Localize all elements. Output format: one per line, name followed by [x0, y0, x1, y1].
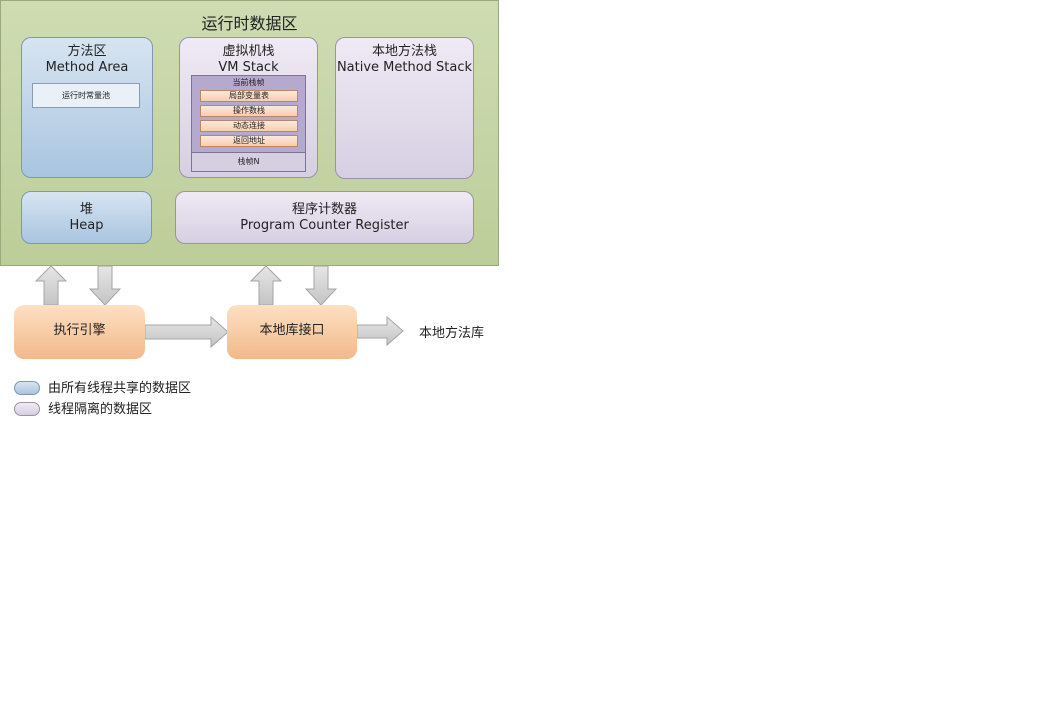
arrow-engine-to-interface [144, 315, 229, 349]
native-stack-title-cn: 本地方法栈 [371, 44, 437, 59]
stack-frame-n: 栈帧N [191, 152, 306, 172]
pc-register-title-en: Program Counter Register [240, 218, 409, 233]
legend-swatch-isolated [14, 402, 40, 416]
arrow-interface-to-library [356, 315, 404, 347]
method-area-title-en: Method Area [45, 60, 129, 75]
vm-stack-title-cn: 虚拟机栈 [222, 44, 275, 59]
frame-item-operand-stack: 操作数栈 [200, 105, 298, 117]
native-library-interface: 本地库接口 [227, 305, 357, 359]
arrow-up-interface [249, 265, 283, 306]
heap: 堆 Heap [21, 191, 152, 244]
pc-register-title-cn: 程序计数器 [291, 202, 357, 217]
execution-engine: 执行引擎 [14, 305, 145, 359]
frame-item-return-address: 返回地址 [200, 135, 298, 147]
method-area-title-cn: 方法区 [67, 44, 107, 59]
arrow-down-interface [304, 265, 338, 306]
program-counter-register: 程序计数器 Program Counter Register [175, 191, 474, 244]
vm-stack-title-en: VM Stack [218, 60, 279, 75]
legend-swatch-shared [14, 381, 40, 395]
frame-item-local-variables: 局部变量表 [200, 90, 298, 102]
legend-label-shared: 由所有线程共享的数据区 [48, 381, 192, 396]
heap-title-en: Heap [69, 218, 104, 233]
runtime-constant-pool: 运行时常量池 [32, 83, 140, 108]
heap-title-cn: 堆 [79, 202, 93, 217]
frame-item-dynamic-linking: 动态连接 [200, 120, 298, 132]
runtime-data-area-title: 运行时数据区 [201, 14, 298, 33]
native-method-library: 本地方法库 [419, 326, 485, 341]
current-stack-frame-title: 当前栈帧 [232, 78, 265, 87]
native-method-stack: 本地方法栈 Native Method Stack [335, 37, 474, 179]
arrow-down-engine [88, 265, 122, 306]
arrow-up-engine [34, 265, 68, 306]
legend-label-isolated: 线程隔离的数据区 [48, 402, 153, 417]
native-stack-title-en: Native Method Stack [336, 60, 473, 75]
